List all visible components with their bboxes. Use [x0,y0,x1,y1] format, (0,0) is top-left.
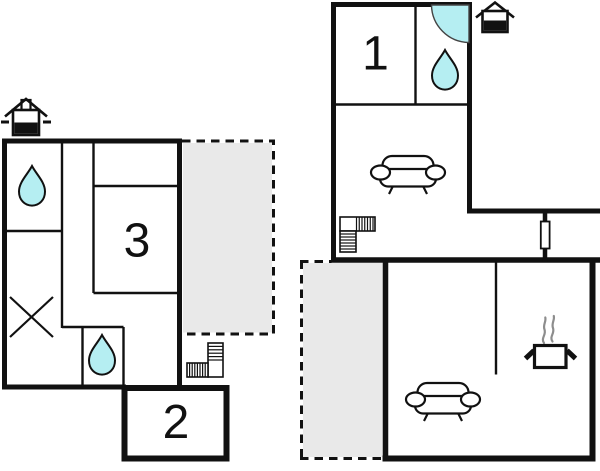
house-level-icon-right [475,0,515,34]
floor-plan-right: 1 [300,0,600,462]
room-2-walls [121,385,230,462]
door-opening [539,220,551,250]
terrace-area [183,143,272,333]
walls-right [300,2,600,462]
room-label-1: 1 [362,28,389,81]
terrace-dashed-border [182,139,275,336]
pot-body [532,343,568,370]
house-level-icon-left [1,97,51,137]
cooking-pot-icon [523,314,578,370]
stairs-icon [186,342,224,378]
shower-icon [430,4,470,44]
walls-left [2,138,275,462]
floor-plan-left: 3 2 [1,97,275,462]
room-label-2: 2 [163,396,190,449]
house-body-filled-half [483,20,507,31]
cross-marker-icon [9,296,54,338]
house-body-filled-half [14,122,38,134]
room-label-3: 3 [124,215,151,268]
steam [550,314,556,343]
exterior-wall [2,138,182,389]
pot-handle [565,348,578,361]
steam [541,316,547,345]
stairs-icon [339,216,376,253]
pot-handle [523,348,536,361]
exterior-wall [331,2,472,262]
terrace-area [303,263,383,457]
